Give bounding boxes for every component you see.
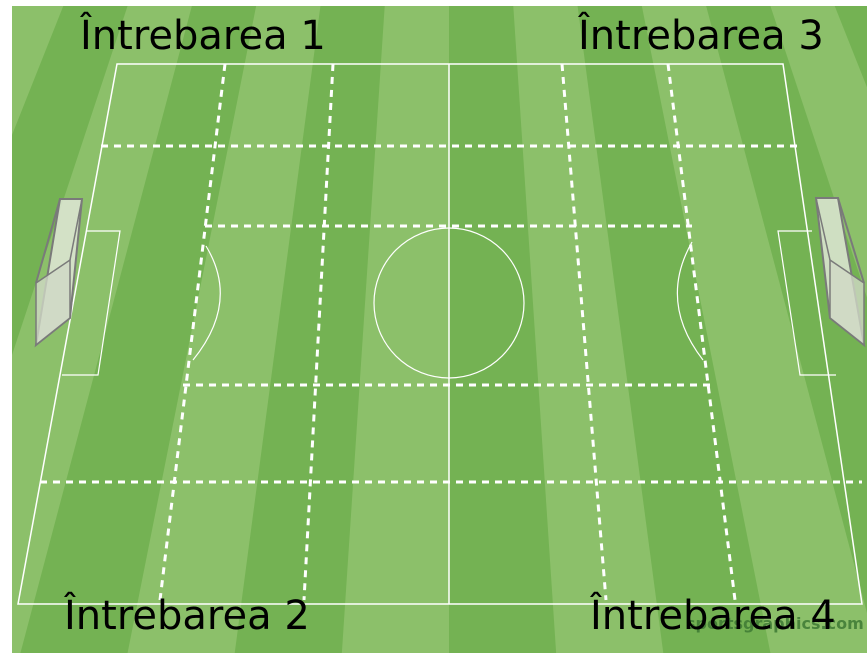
- question-4-label: Întrebarea 4: [590, 596, 836, 636]
- question-3-label: Întrebarea 3: [578, 16, 824, 56]
- question-2-label: Întrebarea 2: [64, 596, 310, 636]
- grass-stripes: [0, 6, 867, 653]
- question-1-label: Întrebarea 1: [80, 16, 326, 56]
